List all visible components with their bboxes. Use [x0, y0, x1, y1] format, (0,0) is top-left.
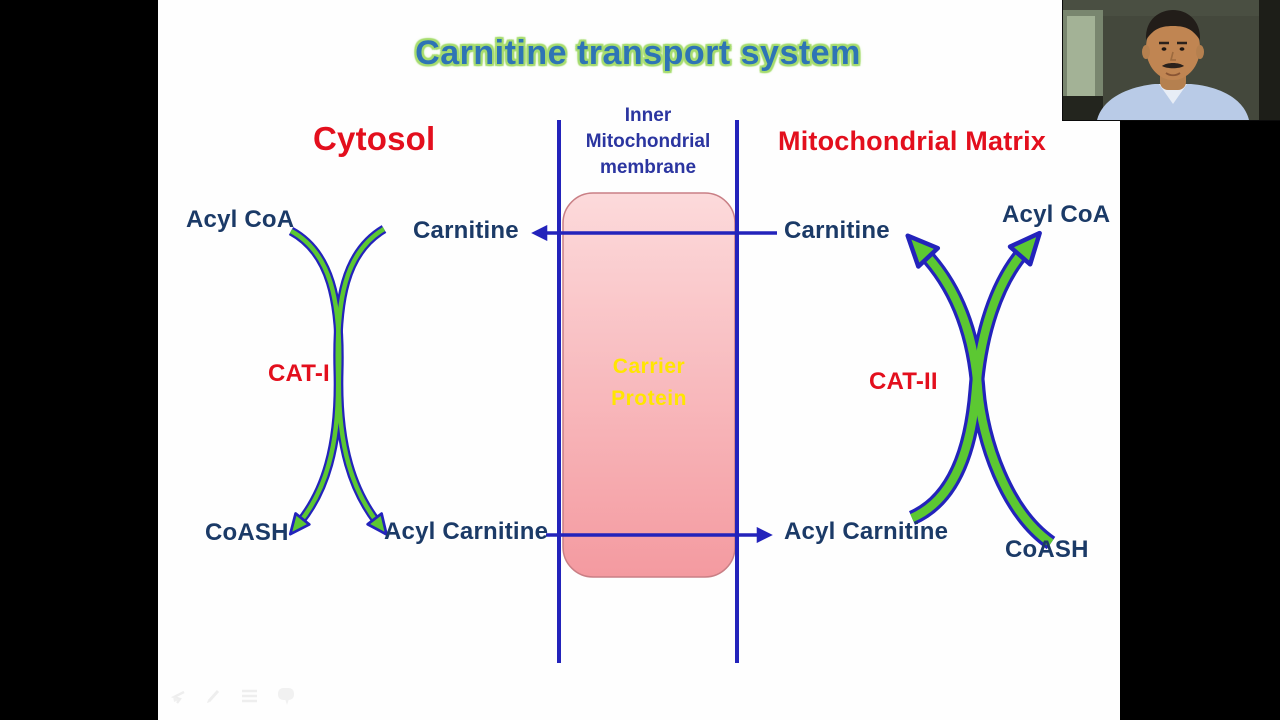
carrier-protein-line1: Carrier [612, 355, 686, 378]
carrier-protein-line2: Protein [611, 386, 687, 410]
slide-menu-button[interactable] [238, 684, 262, 708]
page-title: Carnitine transport system [415, 34, 861, 72]
label-enzyme-cat1: CAT-I [268, 360, 330, 387]
label-enzyme-cat2: CAT-II [869, 368, 938, 395]
label-acyl-coa-matrix: Acyl CoA [1002, 201, 1111, 228]
label-acyl-coa-cytosol: Acyl CoA [186, 206, 295, 233]
menu-lines-icon [242, 689, 257, 703]
membrane-label-line3: membrane [599, 157, 697, 179]
previous-slide-button[interactable] [166, 684, 190, 708]
carrier-protein-label: Carrier Protein [563, 351, 735, 414]
label-coash-matrix: CoASH [1005, 536, 1089, 563]
membrane-label-line2: Mitochondrial [585, 131, 711, 153]
label-carnitine-matrix: Carnitine [784, 217, 890, 244]
membrane-label: Inner Mitochondrial membrane [556, 103, 740, 182]
annotations-button[interactable] [274, 684, 298, 708]
label-coash-cytosol: CoASH [205, 519, 289, 546]
cat2-reaction-arrows [905, 230, 1056, 550]
label-acyl-carnitine-matrix: Acyl Carnitine [784, 518, 949, 545]
region-label-cytosol: Cytosol [313, 120, 436, 157]
region-label-matrix: Mitochondrial Matrix [778, 126, 1047, 156]
label-acyl-carnitine-cytosol: Acyl Carnitine [384, 518, 549, 545]
presenter-portrait [1063, 0, 1280, 120]
presentation-slide: Carnitine transport system Cytosol Mitoc… [158, 0, 1120, 720]
back-arrow-icon [170, 690, 185, 704]
presenter-webcam-video [1062, 0, 1280, 121]
label-carnitine-cytosol: Carnitine [413, 217, 519, 244]
speech-balloon-icon [278, 688, 294, 705]
pen-icon [207, 689, 220, 703]
pen-tool-button[interactable] [202, 684, 226, 708]
membrane-label-line1: Inner [624, 105, 672, 126]
presenter-toolbar [166, 684, 298, 710]
letterbox-right [1120, 0, 1280, 720]
